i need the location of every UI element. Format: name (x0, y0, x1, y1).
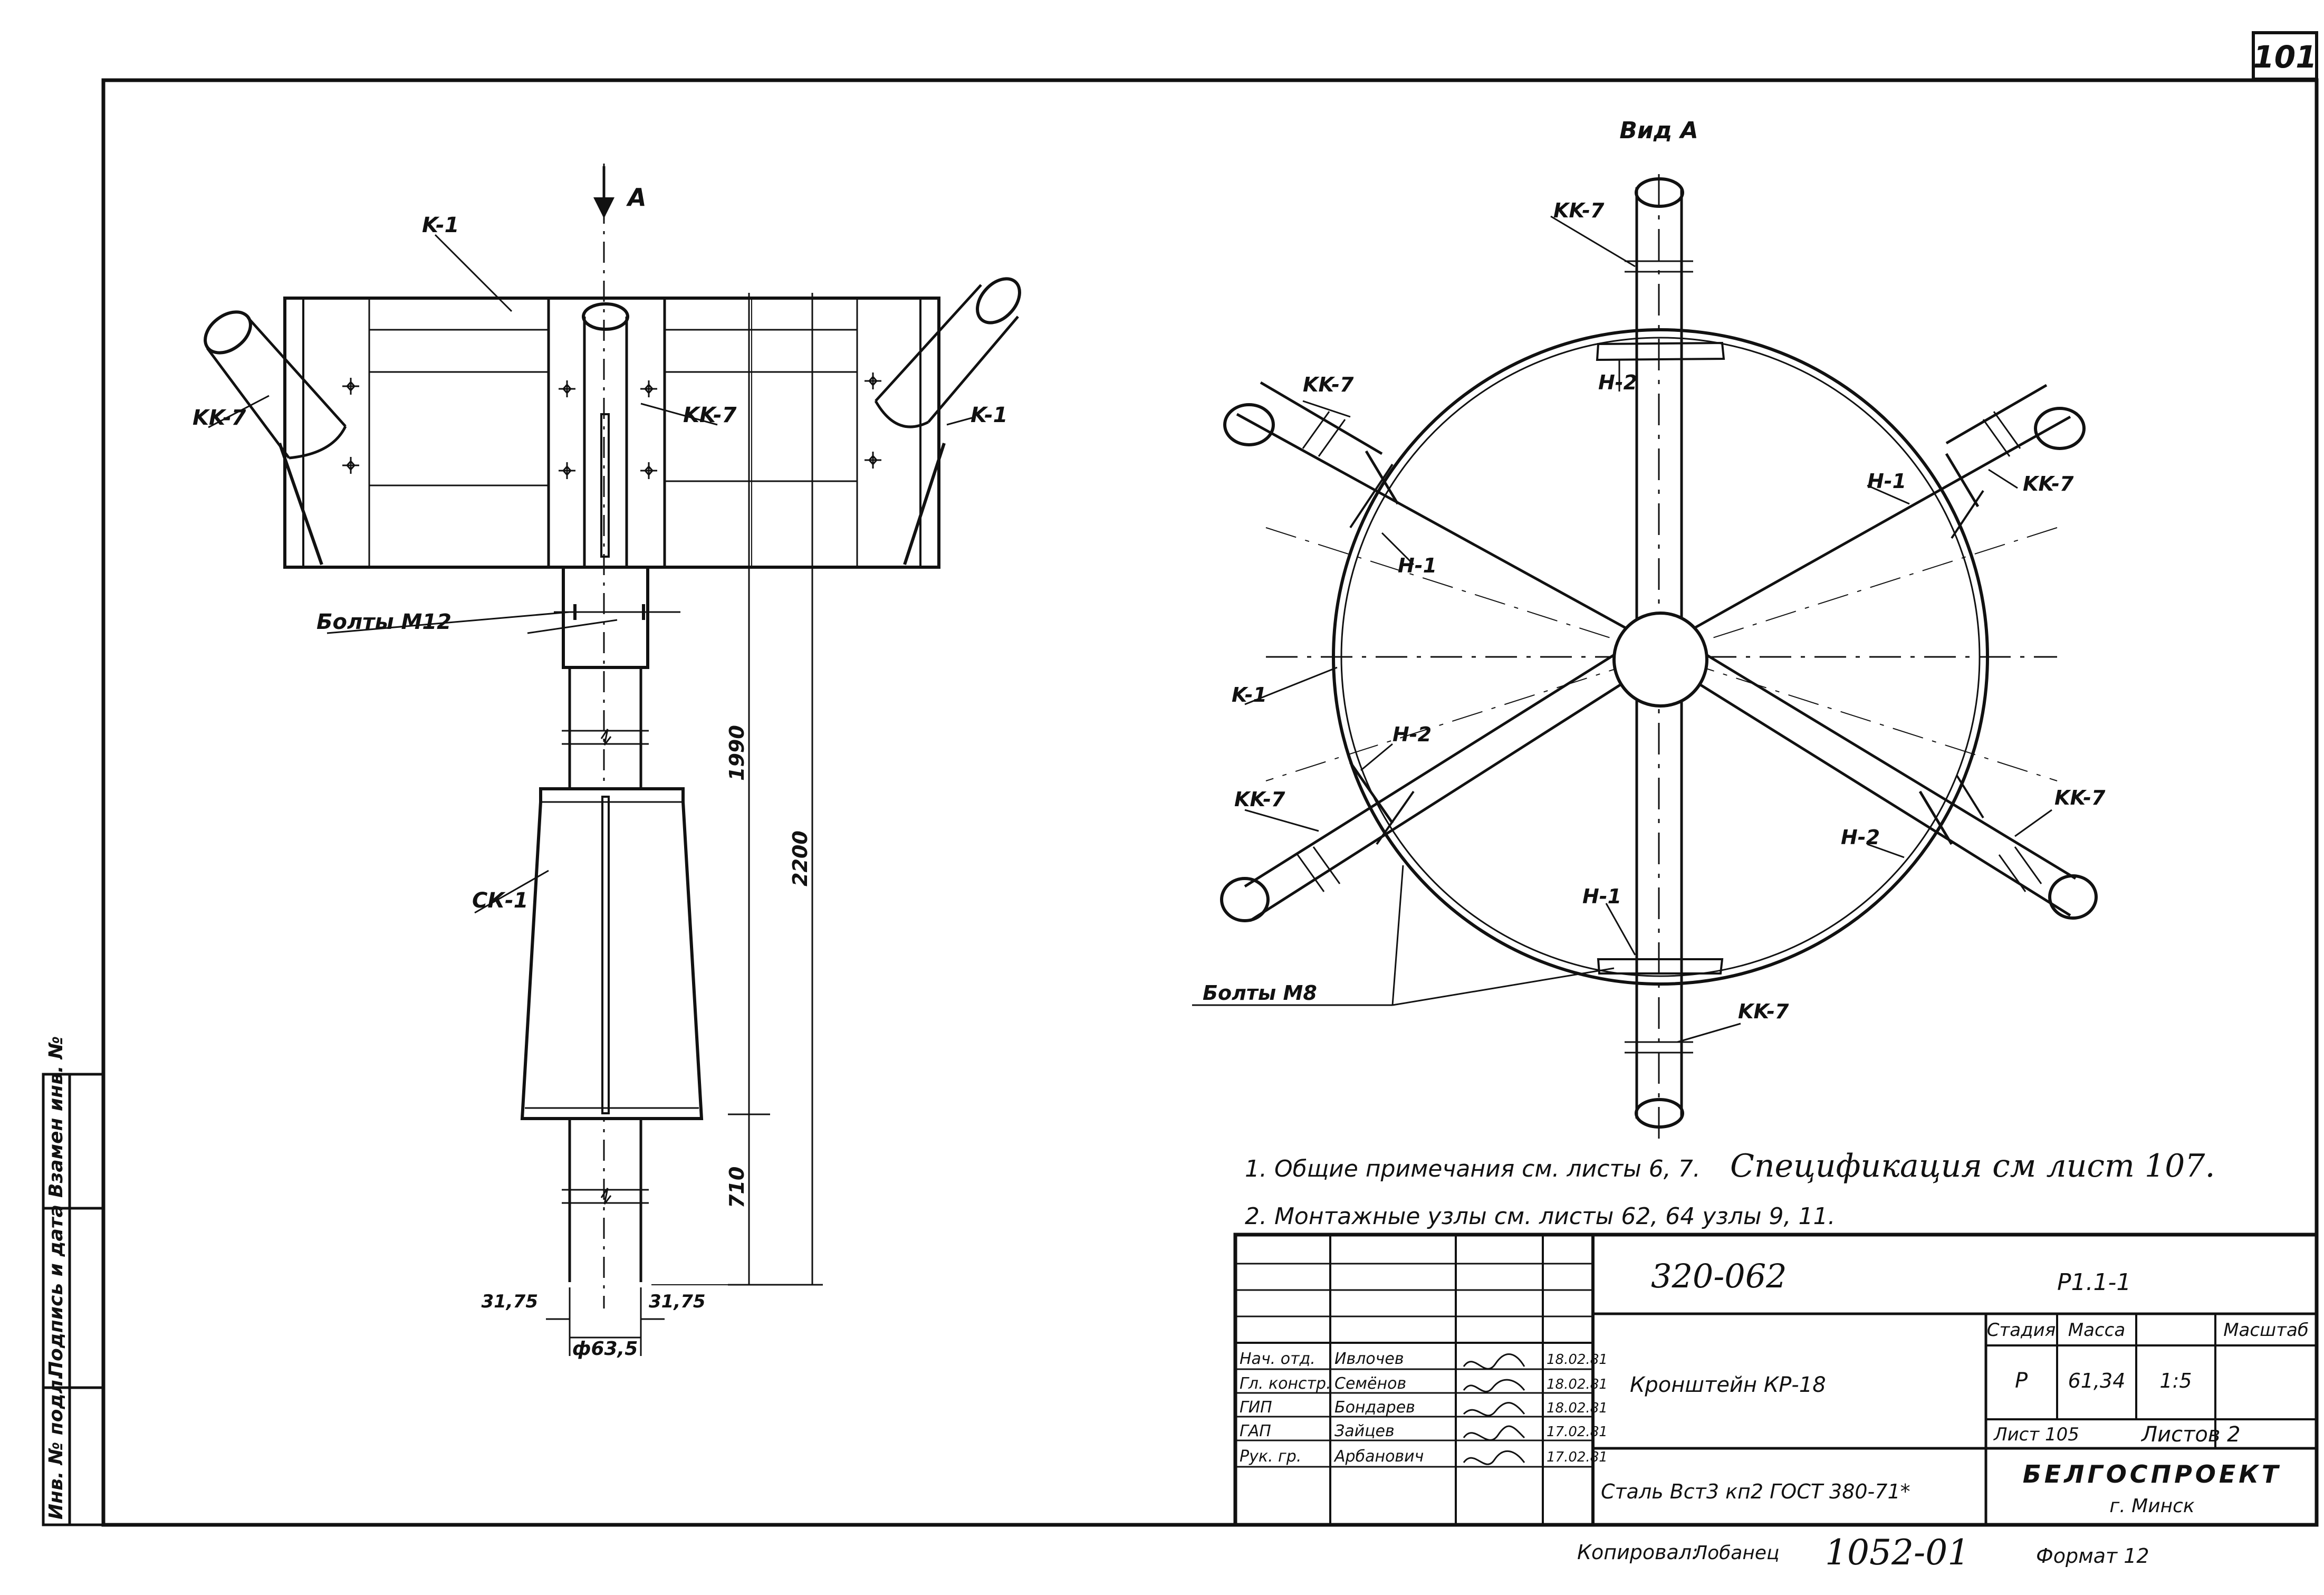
signer-row: ГИП Бондарев 18.02.81 (1240, 1398, 1608, 1417)
margin-replace-inv: Взамен инв. № (45, 1036, 67, 1198)
footer-format: Формат 12 (2036, 1544, 2149, 1568)
tb-sheets-total: Листов 2 (2140, 1422, 2241, 1447)
page-number-box: 101 (2252, 31, 2318, 81)
plan-label-n2-top: Н-2 (1598, 371, 1637, 394)
signer-name: Семёнов (1334, 1374, 1406, 1393)
tb-col-mass: Масса (2068, 1320, 2125, 1341)
signer-date: 17.02.81 (1547, 1424, 1608, 1440)
signer-name: Зайцев (1334, 1422, 1395, 1440)
signer-row: ГАП Зайцев 17.02.81 (1240, 1422, 1608, 1441)
plan-label-k1: K-1 (1232, 683, 1267, 706)
signer-date: 18.02.81 (1547, 1352, 1608, 1368)
label-ck1: СК-1 (472, 889, 528, 913)
tb-stage-value: Р (2015, 1369, 2028, 1393)
left-margin-stamp (42, 1073, 105, 1526)
label-kk7-center: KK-7 (683, 403, 737, 427)
margin-inv-original: Инв. № подл. (45, 1372, 67, 1520)
signature-mark (1463, 1353, 1525, 1370)
plan-view (1192, 174, 2098, 1140)
signer-role: ГИП (1240, 1398, 1272, 1417)
tb-doc-code: 320-062 (1651, 1257, 1787, 1295)
signer-role: Рук. гр. (1240, 1447, 1301, 1466)
plan-label-kk7-lower-right: KK-7 (2054, 786, 2106, 809)
side-view (204, 164, 1021, 1356)
signer-date: 18.02.81 (1547, 1377, 1608, 1392)
dim-left-offset: 31,75 (481, 1291, 538, 1312)
signature-mark (1463, 1450, 1525, 1465)
signer-row: Гл. констр. Семёнов 18.02.81 (1240, 1374, 1608, 1393)
plan-label-kk7-upper-right: KK-7 (2023, 472, 2074, 495)
signer-row: Нач. отд. Ивлочев 18.02.81 (1240, 1350, 1608, 1370)
plan-label-kk7-top: KK-7 (1553, 199, 1605, 222)
view-arrow-label: A (626, 183, 647, 212)
note-spec: Спецификация см лист 107. (1730, 1148, 2215, 1185)
plan-view-title: Вид А (1619, 117, 1698, 144)
tb-scale-value: 1:5 (2159, 1369, 2192, 1392)
signature-mark (1463, 1425, 1525, 1441)
tb-mass-value: 61,34 (2068, 1369, 2126, 1392)
plan-label-kk7-lower-left: KK-7 (1234, 788, 1285, 811)
tb-organization: БЕЛГОСПРОЕКТ (2023, 1460, 2282, 1488)
title-block (1233, 1233, 2319, 1527)
plan-label-kk7-upper-left: KK-7 (1303, 373, 1354, 396)
signature-mark (1463, 1402, 1525, 1417)
tb-city: г. Минск (2109, 1495, 2195, 1517)
signer-role: Нач. отд. (1240, 1350, 1315, 1368)
signer-role: Гл. констр. (1240, 1374, 1331, 1393)
page-number: 101 (2253, 39, 2317, 75)
signature-mark (1463, 1379, 1525, 1392)
tb-material: Сталь Вст3 кп2 ГОСТ 380-71* (1601, 1480, 1910, 1503)
tb-sheet-no: Лист 105 (1993, 1424, 2079, 1445)
label-bolts-m12: Болты М12 (316, 610, 452, 634)
note-line-2: 2. Монтажные узлы см. листы 62, 64 узлы … (1245, 1203, 1836, 1230)
plan-label-n2-left: Н-2 (1393, 723, 1432, 746)
dim-diameter: ф63,5 (572, 1338, 638, 1360)
sheet-frame (101, 78, 2319, 1527)
footer-number: 1052-01 (1825, 1532, 1970, 1573)
dim-710: 710 (725, 1167, 748, 1208)
dim-right-offset: 31,75 (649, 1291, 706, 1312)
margin-sign-date: Подпись и дата (45, 1205, 67, 1377)
tb-col-stage: Стадия (1987, 1320, 2056, 1341)
plan-label-n1-bottom: Н-1 (1582, 885, 1621, 908)
signer-name: Арбанович (1333, 1447, 1424, 1466)
plan-label-kk7-bottom: KK-7 (1738, 1000, 1789, 1023)
plan-label-bolts-m8: Болты М8 (1203, 981, 1317, 1005)
label-k1-right: K-1 (971, 403, 1008, 427)
plan-label-n1-right: Н-1 (1867, 470, 1906, 493)
tb-sheet-code: Р1.1-1 (2057, 1269, 2131, 1296)
label-k1-top: K-1 (422, 213, 459, 237)
signer-date: 17.02.81 (1547, 1449, 1608, 1465)
footer-copied-name: Лобанец (1692, 1542, 1780, 1564)
note-line-1: 1. Общие примечания см. листы 6, 7. (1245, 1155, 1701, 1182)
tb-item-name: Кронштейн КР-18 (1630, 1373, 1826, 1397)
dim-2200: 2200 (789, 830, 812, 886)
signer-name: Бондарев (1334, 1398, 1415, 1417)
tb-col-scale: Масштаб (2223, 1320, 2309, 1341)
signer-role: ГАП (1240, 1422, 1271, 1440)
plan-label-n1-left: Н-1 (1398, 554, 1437, 577)
footer-copied-label: Копировал: (1577, 1541, 1698, 1564)
plan-label-n2-right: Н-2 (1841, 826, 1880, 849)
label-kk7-left: KK-7 (193, 406, 246, 430)
signer-name: Ивлочев (1334, 1350, 1404, 1368)
dim-1990: 1990 (725, 725, 748, 781)
signer-date: 18.02.81 (1547, 1400, 1608, 1416)
signer-row: Рук. гр. Арбанович 17.02.81 (1240, 1447, 1608, 1466)
